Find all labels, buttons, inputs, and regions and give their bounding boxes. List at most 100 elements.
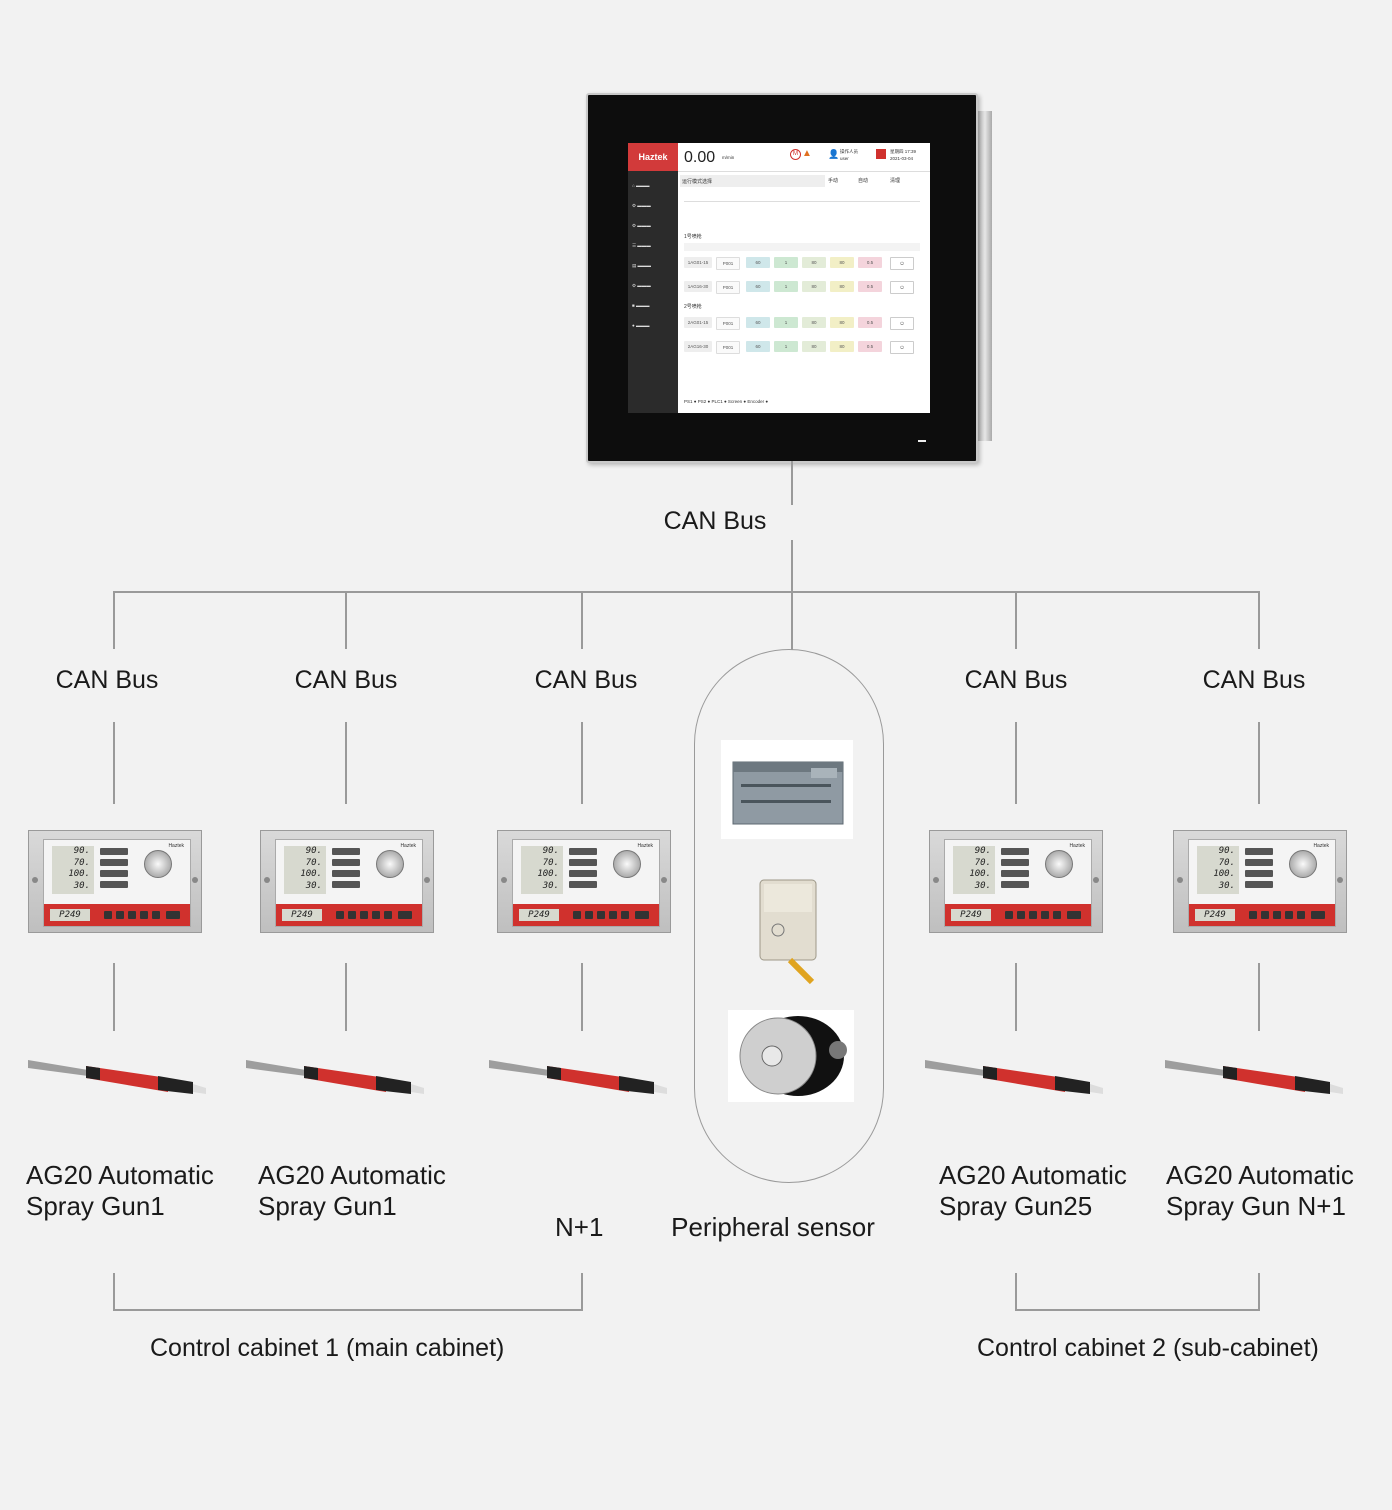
controller-brand: Haztek [1313,843,1329,849]
hmi-menu-item[interactable]: ⚙ ▬▬▬ [632,203,651,208]
spray-controller: 90.70.100.30. Haztek P249 [260,830,434,933]
row-value[interactable]: 80 [802,317,826,328]
calendar-icon [876,149,886,159]
bus-drop [345,591,347,649]
row-value[interactable]: 1 [774,341,798,352]
controller-lcd: 90.70.100.30. [1197,846,1239,894]
row-value[interactable]: 60 [746,281,770,292]
hmi-section-title: 运行模式选择 [682,179,713,185]
hmi-menu-item[interactable]: ⌂ ▬▬▬ [632,183,650,188]
bus-drop [581,722,583,804]
hmi-date: 2021-03-04 [890,156,914,161]
power-icon[interactable]: ⏻ [890,341,914,354]
row-value[interactable]: 80 [830,257,854,268]
cabinet-1-label: Control cabinet 1 (main cabinet) [150,1334,505,1362]
alarm-icon[interactable]: M [790,149,801,160]
can-bus-label-5: CAN Bus [1202,666,1306,694]
hmi-menu-item[interactable]: ■ ▬▬▬ [632,303,650,308]
row-value[interactable]: 1 [774,317,798,328]
controller-brand: Haztek [1069,843,1085,849]
row-value[interactable]: 0.5 [858,317,882,328]
plc-module-icon [721,740,853,839]
hmi-menu-item[interactable]: ● ▬▬▬ [632,323,650,328]
controller-lcd: 90.70.100.30. [953,846,995,894]
row-recipe[interactable]: P001 [716,317,740,330]
power-icon[interactable]: ⏻ [890,257,914,270]
gun-link [581,963,583,1031]
power-icon[interactable]: ⏻ [890,281,914,294]
spray-controller: 90.70.100.30. Haztek P249 [28,830,202,933]
user-icon: 👤 [828,149,840,159]
adjust-knob-icon [144,850,172,878]
peripheral-sensor-label: Peripheral sensor [671,1212,875,1242]
can-bus-label-1: CAN Bus [55,666,159,694]
hmi-menu-item[interactable]: ⚙ ▬▬▬ [632,283,651,288]
mode-clean-button[interactable]: 清理 [890,178,901,184]
row-value[interactable]: 0.5 [858,257,882,268]
row-value[interactable]: 80 [830,281,854,292]
row-value[interactable]: 1 [774,281,798,292]
hmi-group1: 1号喷枪 [684,234,702,240]
controller-brand: Haztek [637,843,653,849]
row-value[interactable]: 80 [802,341,826,352]
row-value[interactable]: 0.5 [858,281,882,292]
bus-drop [1258,722,1260,804]
spray-gun-icon [28,1060,206,1094]
gun-name: N+1 [555,1212,604,1242]
row-id: 2AG16-30 [684,341,712,352]
hmi-menu-item[interactable]: ▤ ▬▬▬ [632,263,652,268]
hmi-status-bar: PS1 ● PS2 ● PLC1 ● Screen ● Encoder ● [684,399,769,404]
power-icon[interactable]: ⏻ [890,317,914,330]
row-recipe[interactable]: P001 [716,341,740,354]
row-value[interactable]: 60 [746,341,770,352]
spray-gun-icon [246,1060,424,1094]
row-value[interactable]: 60 [746,317,770,328]
hmi-screen: Haztek ⌂ ▬▬▬ ⚙ ▬▬▬ ⚙ ▬▬▬ ☰ ▬▬▬ ▤ ▬▬▬ ⚙ ▬… [628,143,930,413]
spray-controller: 90.70.100.30. Haztek P249 [1173,830,1347,933]
row-id: 1AG01-15 [684,257,712,268]
hmi-menu-item[interactable]: ⚙ ▬▬▬ [632,223,651,228]
hmi-speed-value: 0.00 [684,149,716,166]
warning-icon[interactable]: ▲ [802,148,812,159]
row-recipe[interactable]: P001 [716,257,740,270]
hmi-topbar: 0.00 m/min M ▲ 👤 操作人员 user 星期四 17:39 202… [678,143,930,172]
row-recipe[interactable]: P001 [716,281,740,294]
row-value[interactable]: 0.5 [858,341,882,352]
hmi-user-name: user [840,156,849,161]
row-value[interactable]: 80 [802,257,826,268]
controller-code: P249 [519,909,559,921]
can-bus-label-4: CAN Bus [964,666,1068,694]
adjust-knob-icon [376,850,404,878]
rotary-encoder-icon [728,1010,854,1102]
row-value[interactable]: 80 [830,341,854,352]
spray-controller: 90.70.100.30. Haztek P249 [497,830,671,933]
hmi-menu-item[interactable]: ☰ ▬▬▬ [632,243,651,248]
cabinet-bracket [1258,1273,1260,1311]
cabinet-bracket [113,1309,582,1311]
mode-auto-button[interactable]: 自动 [858,178,869,184]
gun-link [1258,963,1260,1031]
cabinet-bracket [113,1273,115,1311]
cabinet-2-label: Control cabinet 2 (sub-cabinet) [977,1334,1319,1362]
can-bus-label-main: CAN Bus [663,507,767,535]
controller-code: P249 [951,909,991,921]
cabinet-bracket [1015,1309,1259,1311]
bus-drop [113,591,115,649]
row-value[interactable]: 60 [746,257,770,268]
controller-code: P249 [50,909,90,921]
row-value[interactable]: 80 [830,317,854,328]
row-value[interactable]: 1 [774,257,798,268]
hmi-speed-unit: m/min [722,155,735,160]
cabinet-bracket [581,1273,583,1311]
spray-gun-icon [489,1060,667,1094]
bus-drop [1015,591,1017,649]
mode-manual-button[interactable]: 手动 [828,178,839,184]
row-value[interactable]: 80 [802,281,826,292]
monitor-power-led [918,440,926,442]
monitor-bezel: Haztek ⌂ ▬▬▬ ⚙ ▬▬▬ ⚙ ▬▬▬ ☰ ▬▬▬ ▤ ▬▬▬ ⚙ ▬… [586,93,978,463]
bus-drop [113,722,115,804]
gun-link [345,963,347,1031]
